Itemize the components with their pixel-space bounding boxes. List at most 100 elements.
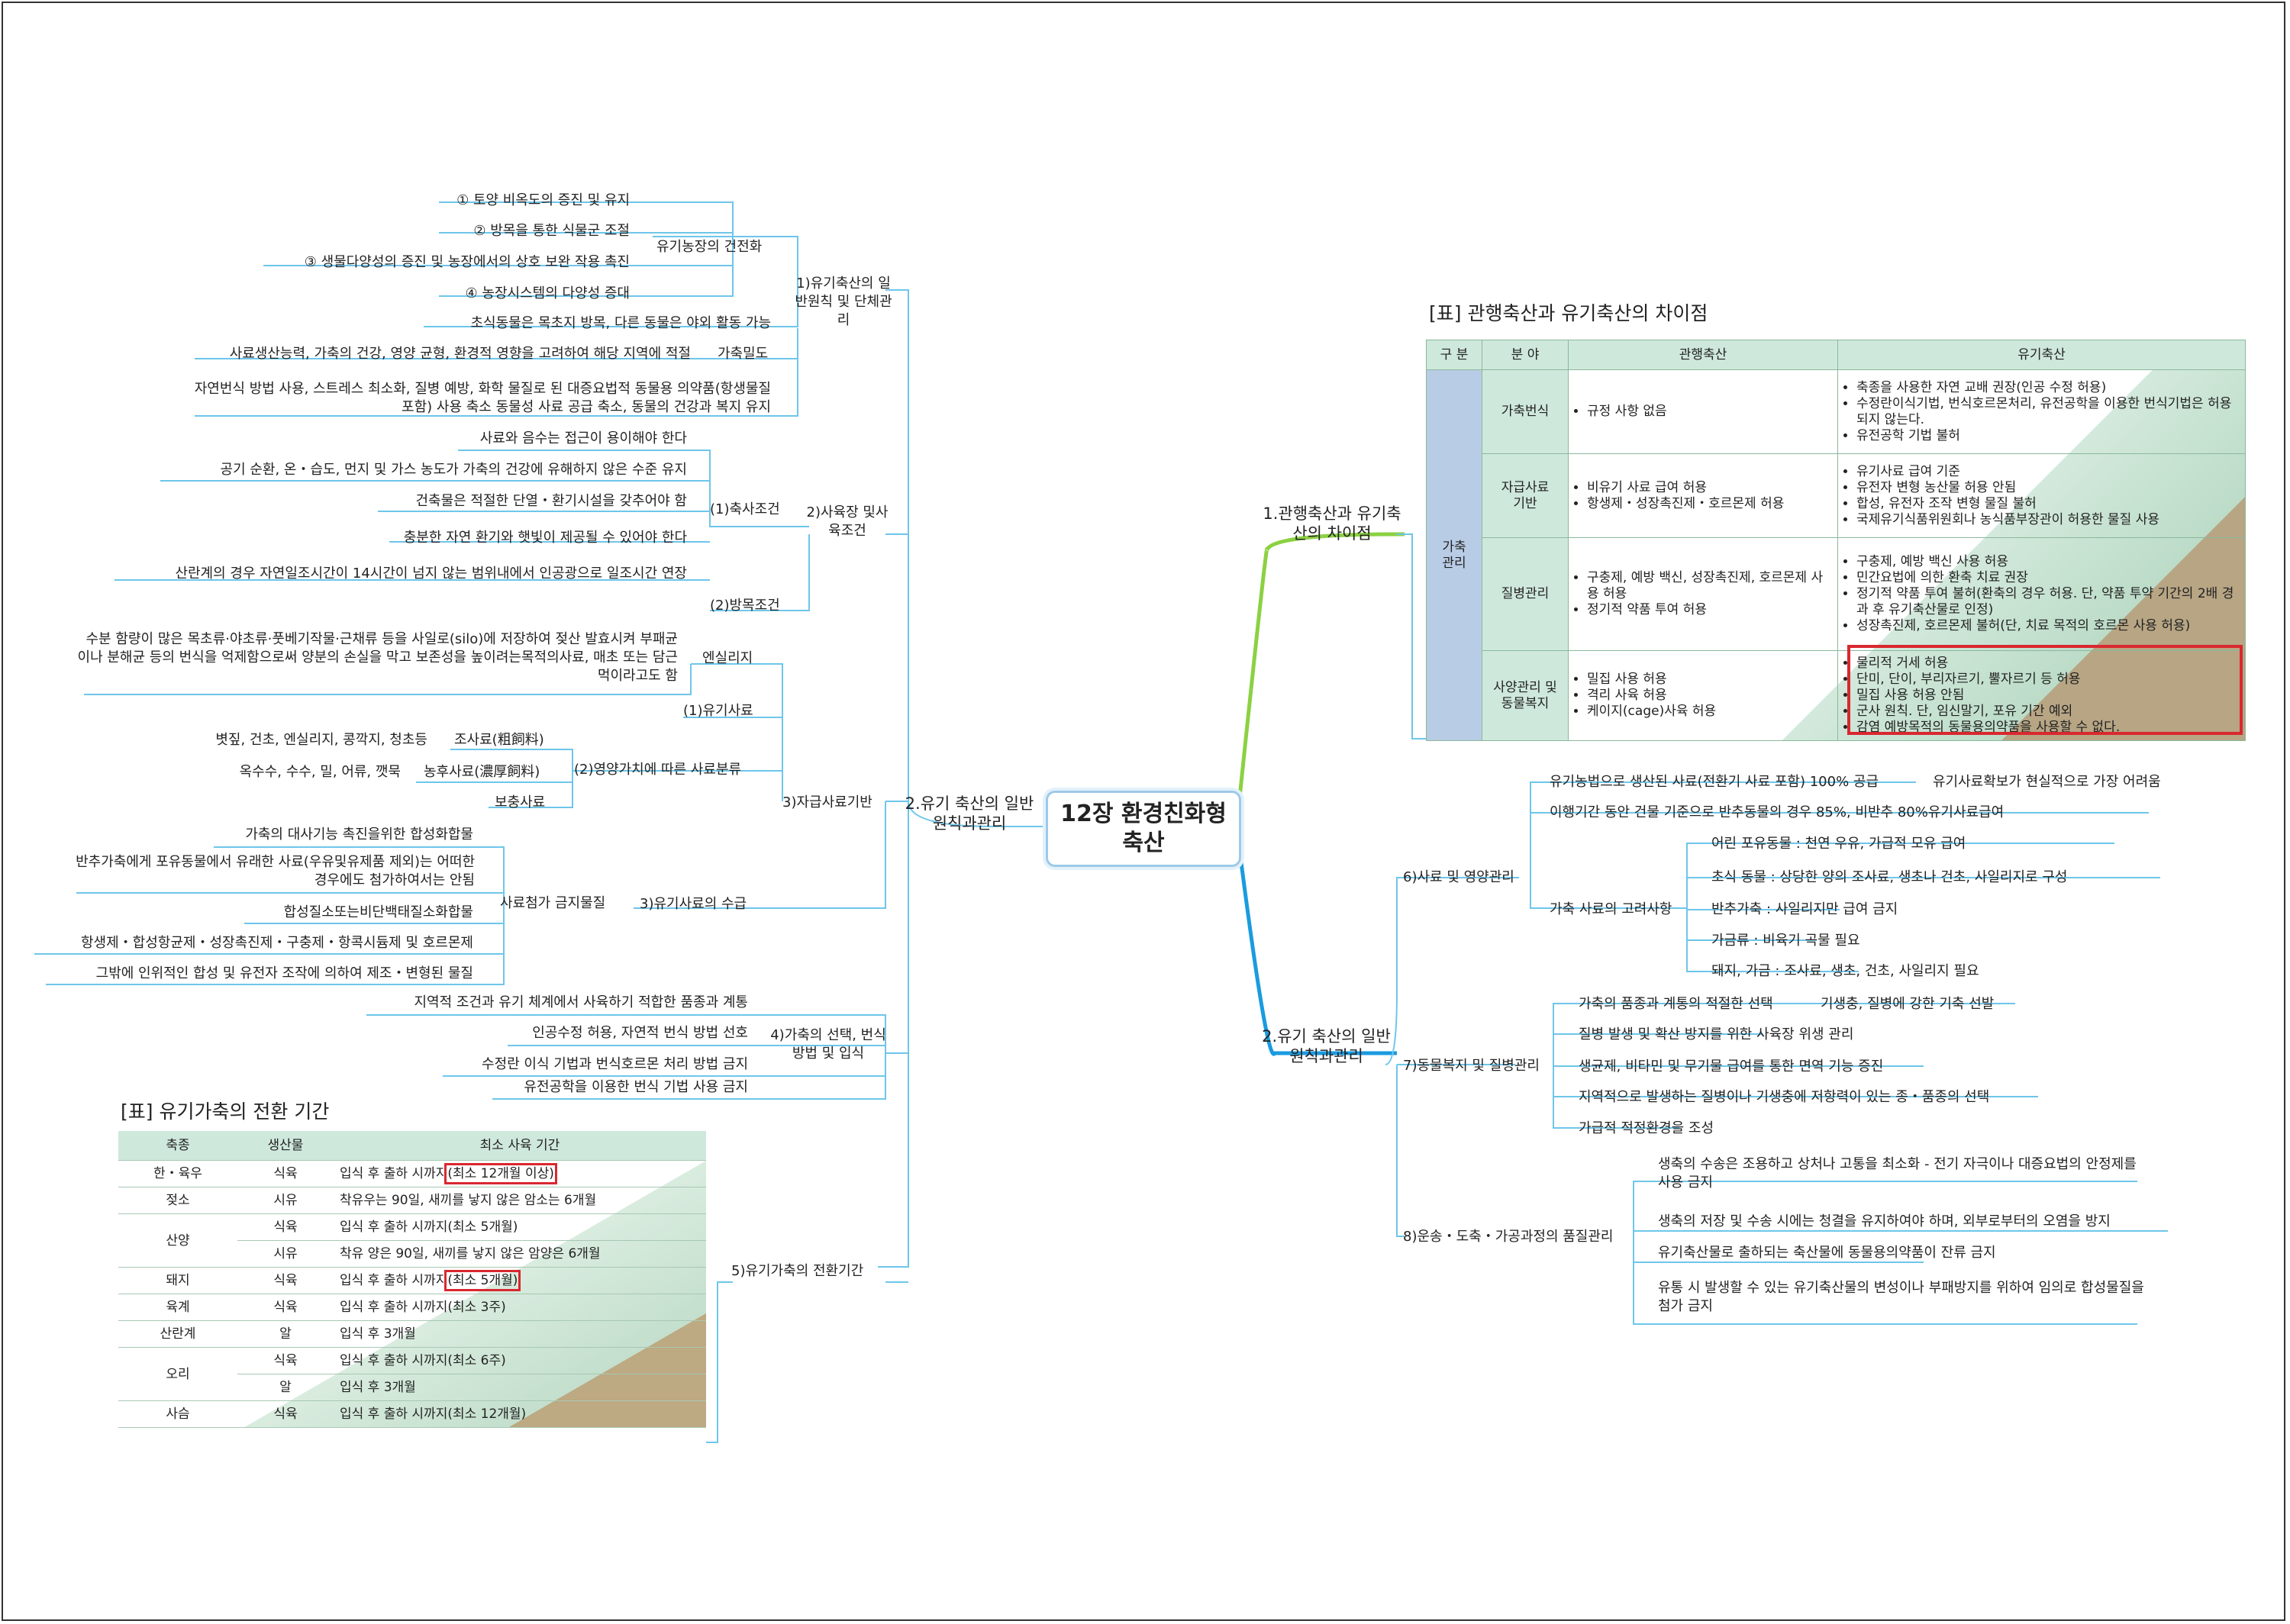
housing-label[interactable]: (1)축사조건 (710, 501, 780, 517)
coarse-label[interactable]: 조사료(粗飼料) (454, 732, 544, 748)
branch2-label[interactable]: 2.유기 축산의 일반원칙과관리 (1262, 1027, 1391, 1065)
species-cell: 젖소 (118, 1187, 237, 1214)
connector (195, 298, 798, 417)
table-header-row: 구 분 분 야 관행축산 유기축산 (1426, 340, 2246, 370)
period-highlight: (최소 5개월) (444, 1270, 521, 1291)
header-species: 축종 (118, 1131, 237, 1161)
feed100-note: 유기사료확보가 현실적으로 가장 어려움 (1933, 774, 2161, 790)
period-cell: 입식 후 출하 시까지(최소 5개월) (334, 1267, 706, 1294)
highlight-box (1847, 645, 2243, 735)
s4-item-3: 수정란 이식 기법과 번식호르몬 처리 방법 금지 (482, 1056, 748, 1072)
s5-label[interactable]: 5)유기가축의 전환기간 (731, 1263, 864, 1279)
silage-label[interactable]: 엔실리지 (702, 650, 753, 666)
housing-item-5: 산란계의 경우 자연일조시간이 14시간이 넘지 않는 범위내에서 인공광으로 … (175, 566, 687, 582)
density-label[interactable]: 가축밀도 (718, 346, 769, 362)
s6-label[interactable]: 6)사료 및 영양관리 (1403, 869, 1514, 885)
species-cell: 한・육우 (118, 1160, 237, 1187)
organic-feed-label[interactable]: (1)유기사료 (683, 703, 753, 719)
housing-item-4: 충분한 자연 환기와 햇빛이 제공될 수 있어야 한다 (403, 530, 687, 546)
prohibited-item-5: 그밖에 인위적인 합성 및 유전자 조작에 의하여 제조・변형된 물질 (95, 965, 473, 981)
connector (885, 288, 1046, 827)
table-row: 가축 관리 가축번식 규정 사항 없음 축종을 사용한 자연 교배 권장(인공 … (1426, 369, 2246, 741)
connector-branch2 (1234, 826, 1397, 1056)
list-item: 유전자 변형 농산물 허용 안됨 (1856, 480, 2240, 496)
list-item: 합성, 유전자 조작 변형 물질 불허 (1856, 496, 2240, 512)
conventional-cell: 규정 사항 없음 (1568, 369, 1838, 454)
connector (1633, 1181, 2168, 1325)
species-cell: 산양 (118, 1213, 237, 1268)
s4-label[interactable]: 4)가축의 선택, 번식방법 및 입식 (770, 1027, 886, 1062)
product-cell: 식육 (237, 1213, 334, 1241)
branch-left-main[interactable]: 2.유기 축산의 일반원칙과관리 (905, 794, 1034, 833)
table-header-row: 축종 생산물 최소 사육 기간 (118, 1131, 706, 1161)
s7-item-1: 질병 발생 및 확산 방지를 위한 사육장 위생 관리 (1579, 1026, 1854, 1042)
period-text: 입식 후 출하 시까지 (340, 1273, 448, 1288)
s3-label[interactable]: 3)자급사료기반 (782, 794, 872, 810)
s8-item-2: 생축의 저장 및 수송 시에는 청결을 유지하여야 하며, 외부로부터의 오염을… (1658, 1213, 2111, 1229)
organic-cell: 구충제, 예방 백신 사용 허용민간요법에 의한 환축 치료 권장정기적 약품 … (1837, 537, 2246, 651)
header-area: 분 야 (1482, 340, 1569, 370)
period-cell: 입식 후 3개월 (334, 1320, 706, 1348)
s8-label[interactable]: 8)운송・도축・가공과정의 품질관리 (1403, 1229, 1614, 1245)
list-item: 성장촉진제, 호르몬제 불허(단, 치료 목적의 호르몬 사용 허용) (1856, 618, 2240, 634)
consider-item-4: 가금류 : 비육기 곡물 필요 (1711, 933, 1860, 949)
natural-text: 자연번식 방법 사용, 스트레스 최소화, 질병 예방, 화학 물질로 된 대증… (194, 381, 771, 415)
comparison-table-title: [표] 관행축산과 유기축산의 차이점 (1429, 302, 1708, 324)
organic-cell: 물리적 거세 허용단미, 단이, 부리자르기, 뿔자르기 등 허용밀집 사용 허… (1837, 650, 2246, 741)
s2-label[interactable]: 2)사육장 및사육조건 (806, 504, 889, 539)
connector (1385, 877, 1519, 1237)
supply-label[interactable]: 3)유기사료의 수급 (640, 896, 747, 912)
consider-item-1: 어린 포유동물 : 천연 우유, 가급적 모유 급여 (1711, 836, 1966, 852)
conversion-table-title: [표] 유기가축의 전환 기간 (121, 1100, 330, 1123)
table-row: 자급사료 기반 비유기 사료 급여 허용항생제・성장촉진제・호르몬제 허용 유기… (1427, 453, 2246, 538)
list-item: 유전공학 기법 불허 (1856, 428, 2240, 444)
list-item: 감염 예방목적의 동물용의약품을 사용할 수 없다. (1856, 720, 2240, 736)
prohibited-item-2: 반추가축에게 포유동물에서 유래한 사료(우유및유제품 제외)는 어떠한 경우에… (76, 854, 475, 888)
period-cell: 착유 양은 90일, 새끼를 낳지 않은 암양은 6개월 (334, 1240, 706, 1268)
species-cell: 오리 (118, 1347, 237, 1401)
nutrition-label[interactable]: (2)영양가치에 따른 사료분류 (574, 762, 742, 778)
grazing-label[interactable]: (2)방목조건 (710, 598, 780, 614)
conventional-cell: 구충제, 예방 백신, 성장촉진제, 호르몬제 사용 허용정기적 약품 투여 허… (1568, 537, 1838, 651)
list-item: 구충제, 예방 백신, 성장촉진제, 호르몬제 사용 허용 (1587, 570, 1833, 602)
list-item: 민간요법에 의한 환축 치료 권장 (1856, 570, 2240, 586)
header-period: 최소 사육 기간 (334, 1131, 706, 1161)
area-cell: 가축번식 (1482, 369, 1569, 454)
prohibited-label[interactable]: 사료첨가 금지물질 (500, 895, 606, 911)
s4-item-2: 인공수정 허용, 자연적 번식 방법 선호 (532, 1025, 748, 1041)
farm-health-item-1: ① 토양 비옥도의 증진 및 유지 (456, 192, 630, 208)
farm-health-label[interactable]: 유기농장의 건전화 (656, 239, 763, 255)
conventional-cell: 밀집 사용 허용격리 사육 허용케이지(cage)사육 허용 (1568, 650, 1838, 741)
supplement-label[interactable]: 보충사료 (495, 794, 546, 810)
feed100-text[interactable]: 유기농법으로 생산된 사료(전환기 사료 포함) 100% 공급 (1550, 774, 1879, 790)
housing-item-3: 건축물은 적절한 단열・환기시설을 갖추어야 함 (415, 493, 687, 509)
consider-label[interactable]: 가축 사료의 고려사항 (1550, 901, 1672, 917)
s7-item-3: 지역적으로 발생하는 질병이나 기생충에 저항력이 있는 종・품종의 선택 (1579, 1089, 1990, 1105)
branch1-label[interactable]: 1.관행축산과 유기축산의 차이점 (1263, 504, 1401, 543)
connector (710, 534, 810, 611)
center-topic[interactable]: 12장 환경친화형 축산 (1046, 791, 1241, 867)
connector (114, 450, 809, 581)
s7-label[interactable]: 7)동물복지 및 질병관리 (1403, 1058, 1540, 1074)
product-cell: 식육 (237, 1160, 334, 1187)
s7-item-4: 가급적 적정환경을 조성 (1579, 1120, 1714, 1136)
concentrate-items: 옥수수, 수수, 밀, 어류, 깻묵 (239, 764, 401, 780)
farm-health-item-2: ② 방목을 통한 식물군 조절 (473, 223, 630, 239)
product-cell: 식육 (237, 1347, 334, 1374)
farm-health-item-3: ③ 생물다양성의 증진 및 농장에서의 상호 보완 작용 촉진 (304, 254, 630, 270)
concentrate-label[interactable]: 농후사료(濃厚飼料) (424, 764, 540, 780)
organic-cell: 축종을 사용한 자연 교배 권장(인공 수정 허용)수정란이식기법, 번식호르몬… (1837, 369, 2246, 454)
list-item: 국제유기식품위원회나 농식품부장관이 허용한 물질 사용 (1856, 512, 2240, 528)
s1-label[interactable]: 1)유기축산의 일반원칙 및 단체관리 (795, 276, 892, 328)
consider-item-5: 돼지, 가금 : 조사료, 생초, 건초, 사일리지 필요 (1711, 963, 1979, 979)
area-cell: 질병관리 (1482, 537, 1569, 651)
breed-text[interactable]: 가축의 품종과 계통의 적절한 선택 (1579, 996, 1773, 1012)
connector (1397, 533, 1427, 740)
category-cell: 가축 관리 (1426, 369, 1482, 741)
